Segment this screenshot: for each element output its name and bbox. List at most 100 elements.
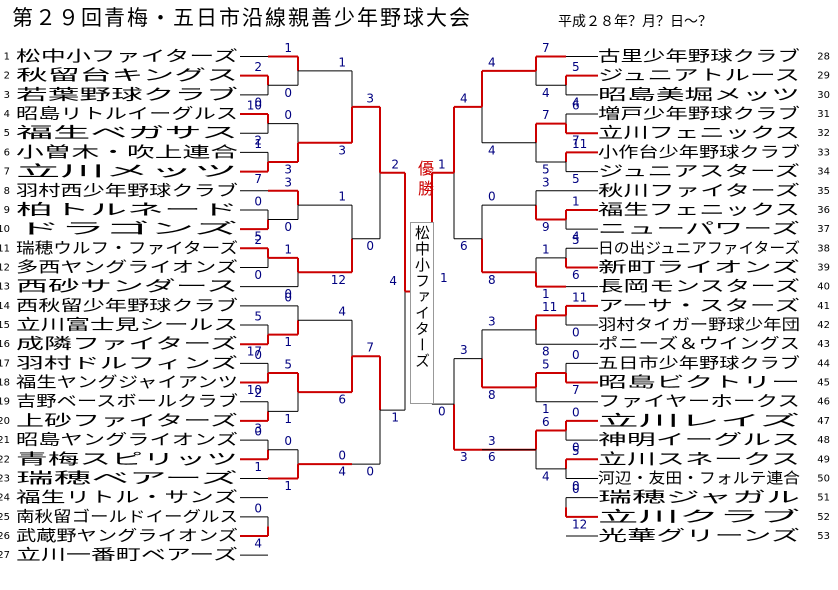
team-name: 瑞穂ベアーズ [16,469,238,487]
round1-match-score-a: 0 [572,482,580,496]
team-number: 15 [0,320,10,331]
final-match-score-b: 1 [391,411,399,425]
round3-match-score-b: 6 [338,393,346,407]
round2-match-score-a: 1 [284,242,292,256]
team-number: 6 [4,147,10,158]
round1-match-score-a: 0 [572,405,580,419]
team-name: 西秋留少年野球クラブ [16,296,238,314]
team-name: ポニーズ＆ウイングス [598,335,800,353]
round1-match-score-a: 5 [572,444,580,458]
team-number: 47 [817,416,830,427]
round2-match-score-a: 3 [542,175,550,189]
team-number: 50 [817,473,830,484]
team-number: 7 [4,167,10,178]
round2-match-score-a: 7 [542,108,550,122]
team-number: 1 [4,52,10,63]
round2-match-score-a: 7 [542,41,550,55]
team-number: 37 [817,224,830,235]
round2-match-score-a: 5 [284,357,292,371]
page-title: 第２９回青梅・五日市沿線親善少年野球大会 [12,6,472,30]
team-number: 35 [817,186,830,197]
team-number: 52 [817,512,830,523]
final-score: 4 [389,274,397,288]
round2-match-score-a: 1 [542,242,550,256]
team-number: 44 [817,358,830,369]
round1-match-score-b: 5 [254,230,262,244]
team-number: 26 [0,531,10,542]
team-name: 松中小ファイターズ [16,47,238,65]
round2-match-score-b: 4 [542,86,550,100]
round4-match-score-b: 0 [366,465,374,479]
team-number: 41 [817,301,830,312]
team-name: 羽村ドルフィンズ [16,354,238,372]
round3-match-score-a: 3 [488,314,496,328]
team-number: 3 [4,90,10,101]
round2-match-score-b: 3 [284,162,292,176]
team-name: ジュニアトルース [598,66,800,84]
team-number: 18 [0,378,10,389]
team-name: 古里少年野球クラブ [598,47,800,65]
tournament-date: 平成２８年？月？日～？ [558,14,712,30]
round3-match-score-a: 0 [488,190,496,204]
round1-match-score-b: 4 [254,537,262,551]
round1-match-score-a: 1 [254,137,262,151]
team-name: ドラゴンズ [16,220,238,238]
round2-match-score-b: 9 [542,220,550,234]
team-number: 49 [817,454,830,465]
team-name: 立川一番町ベアーズ [16,546,238,564]
team-number: 34 [817,167,830,178]
team-name: 昭島リトルイーグルス [16,105,238,123]
team-number: 17 [0,358,10,369]
team-number: 20 [0,416,10,427]
team-name: アーサ・スターズ [598,296,800,314]
round2-match-score-b: 0 [284,86,292,100]
team-name: ファイヤーホークス [598,392,800,410]
round1-match-score-a: 5 [572,60,580,74]
team-number: 23 [0,473,10,484]
round3-match-score-b: 4 [338,465,346,479]
round2-match-score-b: 1 [284,479,292,493]
round3-match-score-b: 8 [488,388,496,402]
round3-match-score-a: 1 [338,55,346,69]
team-name: 瑞穂ウルフ・ファイターズ [16,239,238,257]
round2-match-score-a: 0 [284,108,292,122]
round2-match-score-b: 8 [542,345,550,359]
team-name: 羽村西少年野球クラブ [16,181,238,199]
team-name: 立川クラブ [598,507,800,525]
round2-match-score-a: 0 [284,290,292,304]
round2-match-score-b: 0 [284,220,292,234]
round1-match-score-b: 0 [254,95,262,109]
team-name: 光華グリーンズ [598,527,800,545]
team-name: 武蔵野ヤングライオンズ [16,527,238,545]
team-number: 21 [0,435,10,446]
round3-match-score-a: 4 [488,55,496,69]
team-name: 小曽木・吹上連合 [16,143,238,161]
team-name: 南秋留ゴールドイーグルス [16,507,238,525]
round3-match-score-a: 0 [338,449,346,463]
team-number: 40 [817,282,830,293]
round1-match-score-b: 12 [572,517,587,531]
team-name: 福生ベガサス [16,124,238,142]
round1-match-score-b: 5 [572,172,580,186]
team-name: 小作台少年野球クラブ [598,143,800,161]
team-number: 5 [4,128,10,139]
team-name: 日の出ジュニアファイターズ [598,239,800,257]
round1-match-score-a: 10 [247,99,262,113]
team-number: 51 [817,493,830,504]
round1-match-score-a: 0 [254,194,262,208]
team-number: 29 [817,71,830,82]
round4-match-score-b: 6 [460,239,468,253]
team-number: 22 [0,454,10,465]
round4-match-score-b: 3 [460,450,468,464]
team-name: 昭島ヤングライオンズ [16,431,238,449]
round2-match-score-a: 5 [542,357,550,371]
team-name: 秋留台キングス [16,66,238,84]
round1-match-score-a: 0 [572,348,580,362]
team-name: 立川スネークス [598,450,800,468]
round3-match-score-b: 12 [331,273,346,287]
round1-match-score-a: 6 [572,99,580,113]
round2-match-score-b: 1 [284,412,292,426]
round1-match-score-b: 2 [254,134,262,148]
team-name: ジュニアスターズ [598,162,800,180]
round2-match-score-a: 6 [542,415,550,429]
